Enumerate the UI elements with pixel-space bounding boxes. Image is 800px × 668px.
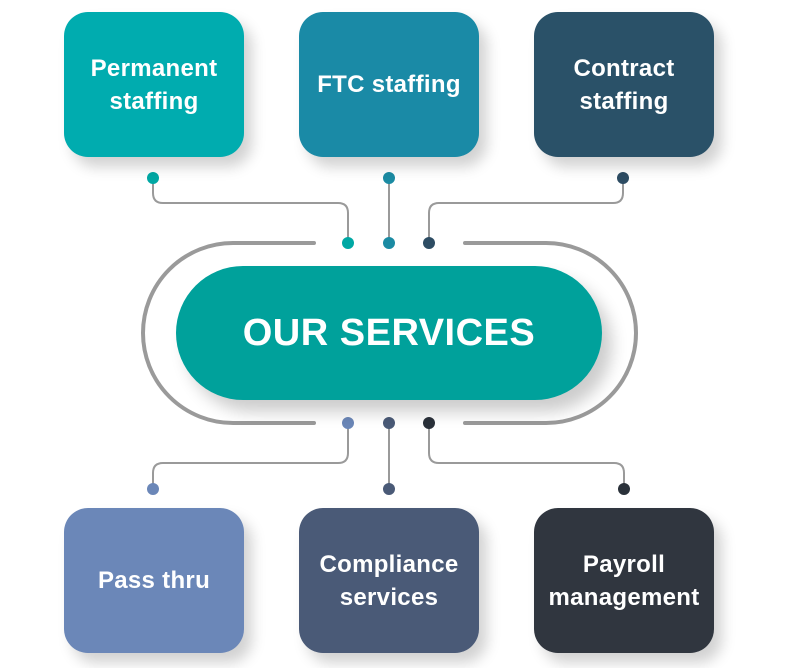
connector-contract xyxy=(428,178,624,243)
service-card-pass-thru: Pass thru xyxy=(64,508,244,653)
service-label: Payroll management xyxy=(548,550,700,611)
dot-compliance-ring xyxy=(383,417,395,429)
dot-payroll-ring xyxy=(423,417,435,429)
connector-passthru xyxy=(152,423,349,489)
center-title: OUR SERVICES xyxy=(242,311,536,354)
service-card-contract-staffing: Contract staffing xyxy=(534,12,714,157)
dot-contract-top xyxy=(617,172,629,184)
dot-permanent-ring xyxy=(342,237,354,249)
outer-ring xyxy=(141,241,638,425)
dot-compliance-bottom xyxy=(383,483,395,495)
service-label: FTC staffing xyxy=(317,71,461,98)
dot-payroll-bottom xyxy=(618,483,630,495)
dot-passthru-ring xyxy=(342,417,354,429)
service-card-permanent-staffing: Permanent staffing xyxy=(64,12,244,157)
dot-ftc-top xyxy=(383,172,395,184)
dot-permanent-top xyxy=(147,172,159,184)
service-card-ftc-staffing: FTC staffing xyxy=(299,12,479,157)
service-card-payroll-management: Payroll management xyxy=(534,508,714,653)
service-label: Contract staffing xyxy=(573,54,675,115)
connector-payroll xyxy=(428,423,625,489)
service-label: Pass thru xyxy=(97,567,211,594)
dot-passthru-bottom xyxy=(147,483,159,495)
connector-permanent xyxy=(152,178,349,243)
dot-ftc-ring xyxy=(383,237,395,249)
service-label: Permanent staffing xyxy=(90,54,218,115)
dot-contract-ring xyxy=(423,237,435,249)
service-card-compliance-services: Compliance services xyxy=(299,508,479,653)
service-label: Compliance services xyxy=(319,550,459,611)
center-title-pill: OUR SERVICES xyxy=(176,266,602,400)
